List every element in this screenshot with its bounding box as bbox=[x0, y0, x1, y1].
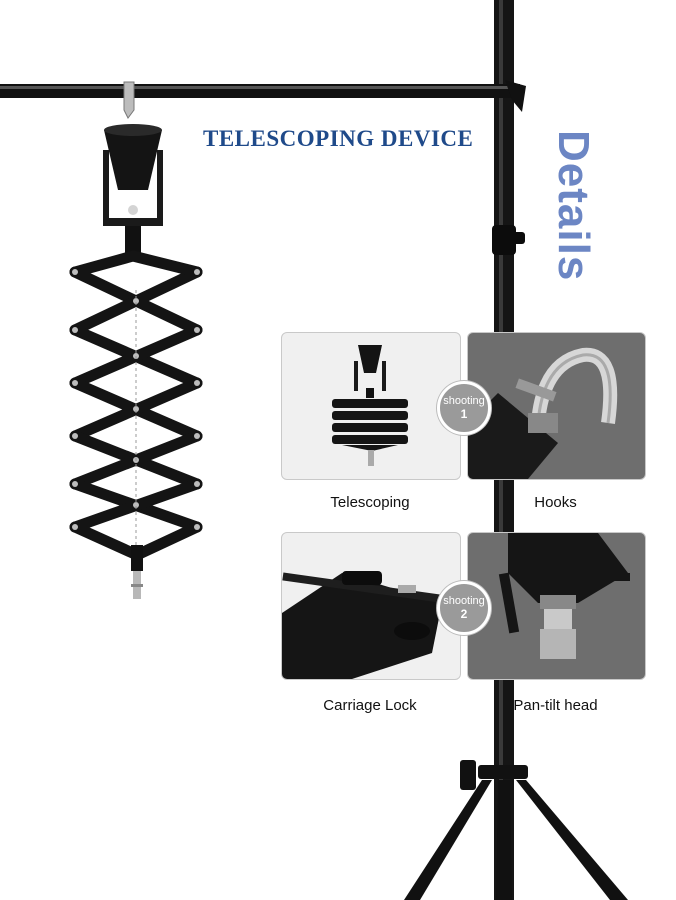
side-title: Details bbox=[548, 130, 598, 290]
photo-card-telescoping bbox=[281, 332, 461, 480]
shooting-badge-1: shooting 1 bbox=[437, 381, 491, 435]
badge-2-number: 2 bbox=[460, 607, 468, 621]
side-title-text: Details bbox=[549, 130, 598, 282]
carriage-lock-photo bbox=[282, 571, 460, 679]
badge-2-label: shooting bbox=[443, 595, 485, 607]
pan-tilt-head-photo bbox=[498, 533, 630, 659]
headline: TELESCOPING DEVICE bbox=[203, 126, 474, 151]
caption-hooks: Hooks bbox=[534, 494, 577, 511]
caption-telescoping: Telescoping bbox=[330, 494, 410, 511]
caption-carriage-lock: Carriage Lock bbox=[323, 697, 417, 714]
pantograph-head bbox=[103, 81, 163, 256]
photo-card-pan-tilt-head bbox=[467, 532, 646, 680]
caption-pan-tilt-head: Pan-tilt head bbox=[513, 697, 598, 714]
hooks-photo bbox=[468, 347, 618, 479]
tripod bbox=[404, 760, 628, 900]
telescoping-photo bbox=[332, 345, 408, 466]
spigot bbox=[131, 545, 143, 599]
photo-card-carriage-lock bbox=[281, 532, 461, 680]
badge-1-label: shooting bbox=[443, 395, 485, 407]
badge-1-number: 1 bbox=[460, 407, 468, 421]
photo-card-hooks bbox=[467, 332, 646, 480]
shooting-badge-2: shooting 2 bbox=[437, 581, 491, 635]
